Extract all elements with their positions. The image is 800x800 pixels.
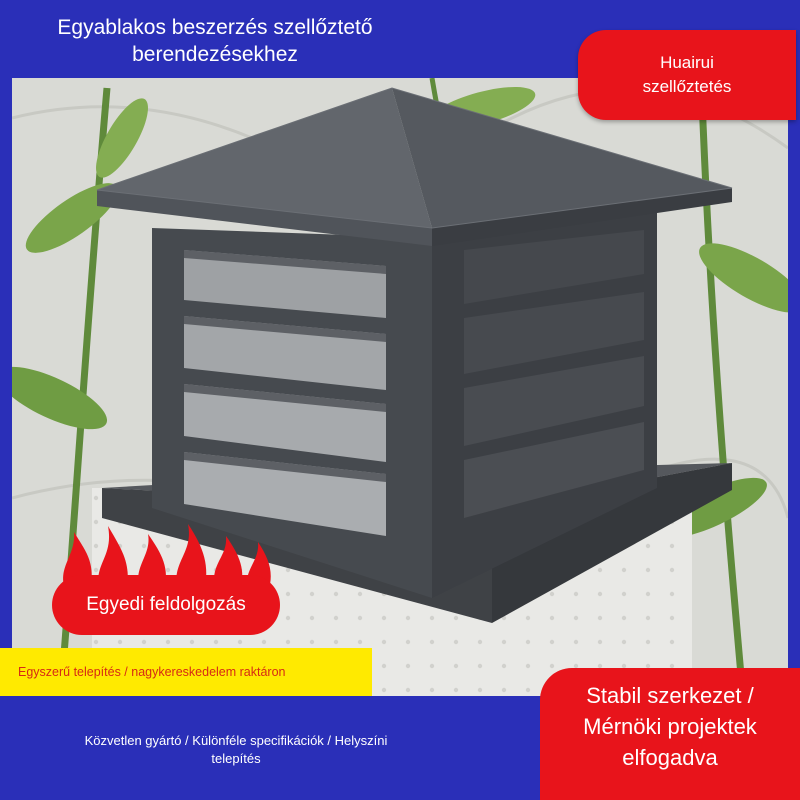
stable-structure-badge: [540, 668, 800, 800]
bottom-banner: [0, 696, 560, 800]
plant-leaf: [699, 243, 788, 313]
custom-processing-badge: Egyedi feldolgozás: [52, 575, 280, 635]
manufacturer-text: Közvetlen gyártó / Különféle specifikáci…: [4, 732, 468, 768]
brand-line: szellőztetés: [642, 77, 732, 96]
side-louvers: [464, 230, 644, 518]
brand-badge: Huairui szellőztetés: [578, 30, 796, 120]
plant-leaf: [25, 183, 119, 253]
page-title: Egyablakos beszerzés szellőztető berende…: [0, 14, 430, 68]
stable-line: Mérnöki projektek: [583, 714, 757, 739]
roof-front-edge: [97, 190, 432, 246]
title-line: berendezésekhez: [132, 43, 298, 66]
brand-line: Huairui: [660, 53, 714, 72]
stable-line: Stabil szerkezet /: [586, 683, 754, 708]
plant-leaf: [12, 366, 108, 430]
stable-structure-text: Stabil szerkezet / Mérnöki projektek elf…: [540, 680, 800, 773]
stable-line: elfogadva: [622, 745, 718, 770]
roof-side: [392, 88, 732, 228]
roof-front: [97, 88, 432, 228]
roof-outline: [96, 87, 733, 229]
roof-side-edge: [432, 188, 732, 246]
install-strip: Egyszerű telepítés / nagykereskedelem ra…: [0, 648, 372, 696]
plant-leaf: [96, 98, 148, 178]
manufacturer-line: telepítés: [211, 751, 261, 766]
front-louvers: [184, 250, 386, 536]
manufacturer-line: Közvetlen gyártó / Különféle specifikáci…: [84, 733, 388, 748]
title-line: Egyablakos beszerzés szellőztető: [57, 16, 373, 39]
